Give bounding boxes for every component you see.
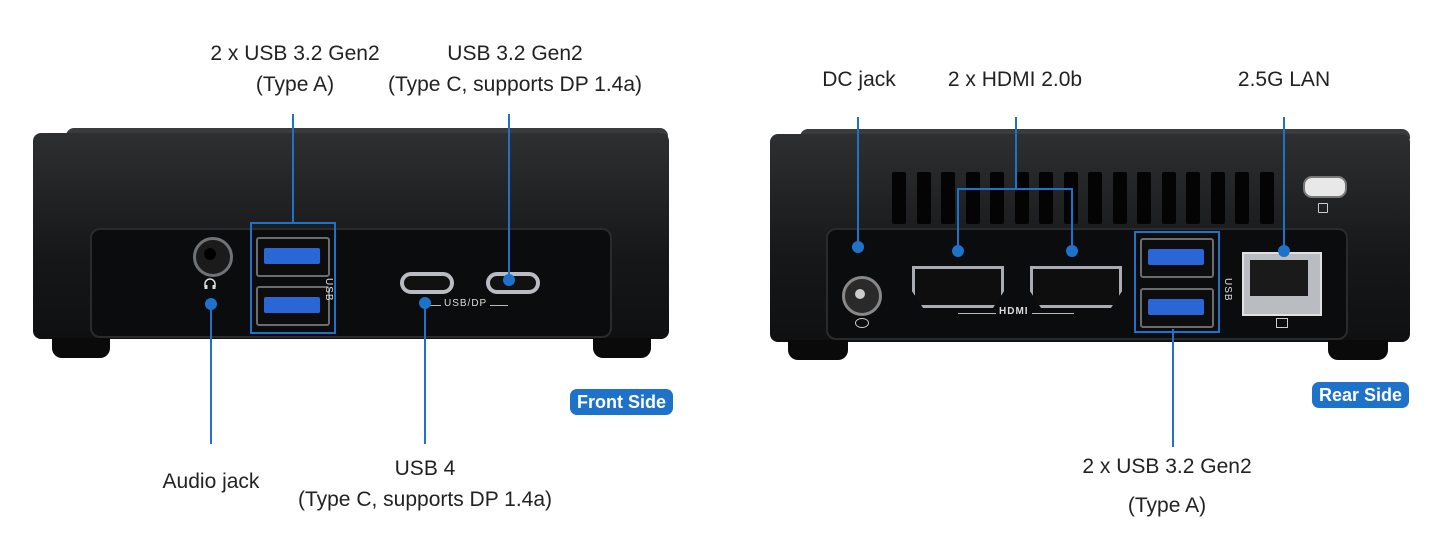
hdmi-leader-main: [1015, 117, 1017, 189]
vent-slot: [1235, 172, 1249, 224]
audio-dot: [205, 298, 217, 310]
vent-slot: [1186, 172, 1200, 224]
hdmi-leader-right: [1071, 188, 1073, 250]
dc-leader: [857, 117, 859, 247]
rear-usb-title: 2 x USB 3.2 Gen2: [1082, 455, 1252, 478]
vent-slot: [965, 172, 980, 224]
front-usbdp-mark: USB/DP: [441, 298, 491, 309]
hdmi-port-2: [1030, 266, 1122, 308]
vent-slot: [1259, 172, 1274, 224]
front-usb-a-port-1: [256, 237, 330, 277]
front-usb-a-sub: (Type A): [255, 73, 335, 96]
dc-power-icon: [855, 318, 869, 328]
vent-slot: [1210, 172, 1225, 224]
vent-slot: [1063, 172, 1078, 224]
network-icon: [1276, 318, 1288, 328]
front-usb-a-port-2: [256, 286, 330, 326]
dc-jack-label: DC jack: [822, 68, 896, 91]
rear-usb-a-port-2: [1140, 288, 1214, 328]
hdmi-leader-left: [957, 188, 959, 250]
rear-usb-sub: (Type A): [1127, 494, 1207, 517]
hdmi-leader-bar: [957, 188, 1073, 190]
vent-slot: [892, 172, 906, 224]
front-usb-a-leader: [292, 114, 294, 222]
front-foot-left: [52, 338, 110, 358]
front-usb-c-dot: [503, 274, 515, 286]
rear-side-badge: Rear Side: [1312, 382, 1410, 408]
lan-leader: [1283, 117, 1285, 251]
usb4-dot: [419, 297, 431, 309]
rear-usb-a-highlight: [1134, 231, 1220, 333]
audio-leader: [210, 302, 212, 444]
hdmi-port-1: [912, 266, 1004, 308]
lan-label: 2.5G LAN: [1237, 68, 1331, 91]
usb4-title: USB 4: [394, 457, 456, 480]
vent-slot: [1137, 172, 1151, 224]
rear-usb-mark: USB: [1222, 278, 1233, 302]
hdmi-dot-1: [952, 245, 964, 257]
vent-slot: [1014, 172, 1029, 224]
vent-slot: [916, 172, 931, 224]
rear-foot-left: [788, 340, 848, 360]
hdmi-dot-2: [1066, 245, 1078, 257]
front-usb-c-leader: [508, 114, 510, 280]
hdmi-label: 2 x HDMI 2.0b: [947, 68, 1083, 91]
usb4-sub: (Type C, supports DP 1.4a): [297, 488, 553, 511]
dc-jack-pin: [855, 289, 865, 299]
rear-usb-a-port-1: [1140, 238, 1214, 278]
headphone-icon: [204, 278, 216, 289]
vent-slot: [941, 172, 955, 224]
front-usb4-port: [400, 272, 454, 294]
front-usb-c-sub: (Type C, supports DP 1.4a): [387, 73, 643, 96]
lan-port-socket: [1250, 260, 1308, 296]
front-usb-c-title: USB 3.2 Gen2: [447, 42, 583, 65]
front-side-badge: Front Side: [570, 389, 673, 415]
front-usb-a-highlight: [250, 222, 336, 334]
lan-dot: [1278, 245, 1290, 257]
rear-foot-right: [1328, 340, 1388, 360]
vent-slot: [990, 172, 1004, 224]
rear-usb-leader: [1172, 329, 1174, 447]
front-foot-right: [593, 338, 651, 358]
dc-dot: [852, 241, 864, 253]
audio-jack-hole: [204, 248, 216, 260]
rear-hdmi-mark: HDMI: [996, 306, 1032, 317]
audio-jack-label: Audio jack: [162, 470, 260, 493]
lock-icon: [1318, 203, 1328, 213]
vent-slot: [1039, 172, 1053, 224]
vent-slot: [1088, 172, 1102, 224]
front-usb-a-title: 2 x USB 3.2 Gen2: [210, 42, 380, 65]
vent-slot: [1112, 172, 1127, 224]
vent-slot: [1161, 172, 1176, 224]
lock-slot: [1303, 176, 1347, 198]
usb4-leader: [424, 302, 426, 444]
